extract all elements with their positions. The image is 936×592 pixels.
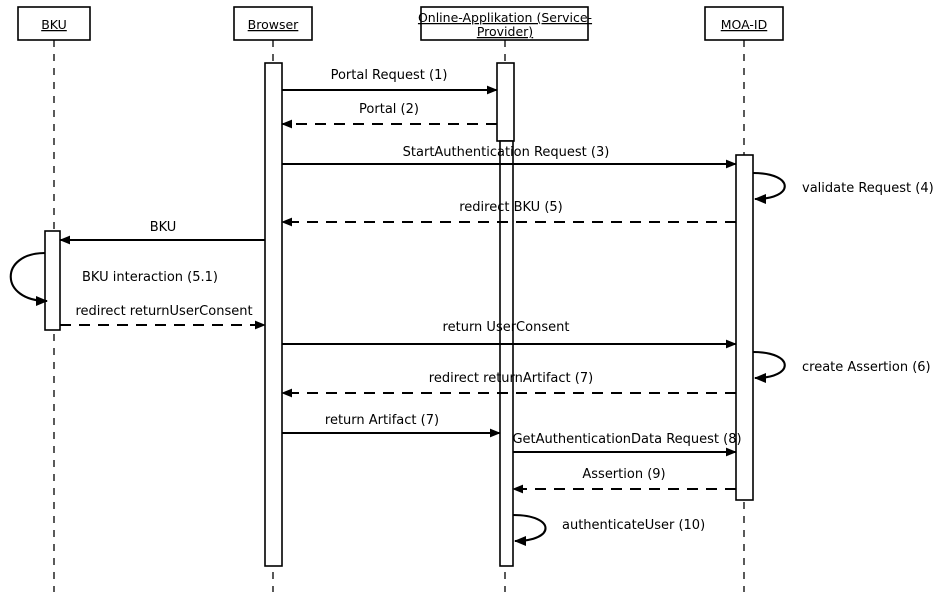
message-m2[interactable]: Portal (2) — [281, 102, 497, 129]
message-label-m6: BKU — [150, 220, 177, 235]
message-m5[interactable]: redirect BKU (5) — [281, 200, 736, 227]
self-message-arc-m10 — [752, 350, 786, 383]
lifeline-head-oa[interactable] — [420, 6, 589, 41]
lifeline-bku[interactable]: BKU — [17, 6, 91, 592]
message-label-m7: BKU interaction (5.1) — [82, 270, 218, 285]
message-m9[interactable]: return UserConsent — [282, 320, 737, 349]
message-label-m12: return Artifact (7) — [325, 413, 439, 428]
message-label-m2: Portal (2) — [359, 102, 419, 117]
message-label-m9: return UserConsent — [443, 320, 570, 335]
lifelines-layer: BKU Browser Online-Applikation (Service-Pr… — [17, 6, 784, 592]
message-m13[interactable]: GetAuthenticationData Request (8) — [512, 432, 742, 457]
message-m7[interactable]: BKU interaction (5.1) — [9, 251, 218, 306]
lifeline-label-browser: Browser — [248, 17, 300, 32]
self-message-arc-m15 — [512, 513, 547, 546]
activation-bar-oa[interactable] — [499, 140, 514, 567]
lifeline-label-moaid: MOA-ID — [721, 17, 768, 32]
message-m10[interactable]: create Assertion (6) — [752, 350, 931, 383]
message-m8[interactable]: redirect returnUserConsent — [60, 304, 266, 330]
self-message-arc-m4 — [752, 171, 786, 204]
message-label-m1: Portal Request (1) — [331, 68, 448, 83]
message-m3[interactable]: StartAuthentication Request (3) — [282, 145, 737, 169]
lifeline-browser[interactable]: Browser — [233, 6, 313, 592]
lifeline-moaid[interactable]: MOA-ID — [704, 6, 784, 592]
activations-layer — [44, 62, 754, 567]
message-m15[interactable]: authenticateUser (10) — [512, 513, 705, 546]
message-label-m14: Assertion (9) — [582, 467, 665, 482]
lifeline-oa[interactable]: Online-Applikation (Service-Provider) — [418, 6, 592, 592]
lifeline-head-moaid[interactable] — [704, 6, 784, 41]
activation-bar-bku[interactable] — [44, 230, 61, 331]
message-label-m4: validate Request (4) — [802, 181, 934, 196]
activation-bar-oa[interactable] — [496, 62, 515, 142]
lifeline-head-bku[interactable] — [17, 6, 91, 41]
message-m11[interactable]: redirect returnArtifact (7) — [281, 371, 736, 398]
activation-bar-moaid[interactable] — [735, 154, 754, 501]
lifeline-label-bku: BKU — [41, 17, 67, 32]
message-m4[interactable]: validate Request (4) — [752, 171, 934, 204]
message-label-m3: StartAuthentication Request (3) — [403, 145, 610, 160]
messages-layer: Portal Request (1) Portal (2) StartAuthent… — [9, 68, 934, 546]
lifeline-label-oa-line2: Provider) — [477, 24, 533, 39]
message-label-m13: GetAuthenticationData Request (8) — [512, 432, 741, 447]
message-label-m5: redirect BKU (5) — [459, 200, 563, 215]
message-label-m11: redirect returnArtifact (7) — [429, 371, 593, 386]
message-label-m8: redirect returnUserConsent — [75, 304, 252, 319]
message-m6[interactable]: BKU — [59, 220, 265, 245]
message-m12[interactable]: return Artifact (7) — [282, 413, 501, 438]
self-message-arc-m7 — [9, 251, 48, 306]
message-label-m15: authenticateUser (10) — [562, 518, 705, 533]
lifeline-label-oa-line1: Online-Applikation (Service- — [418, 10, 592, 25]
message-m14[interactable]: Assertion (9) — [512, 467, 736, 494]
message-label-m10: create Assertion (6) — [802, 360, 931, 375]
message-m1[interactable]: Portal Request (1) — [282, 68, 498, 95]
activation-bar-browser[interactable] — [264, 62, 283, 567]
